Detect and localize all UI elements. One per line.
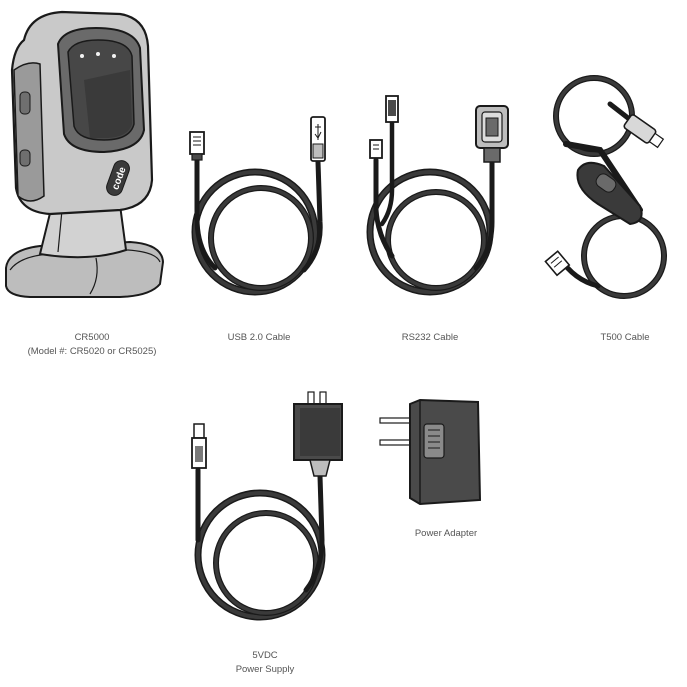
caption-line: T500 Cable (600, 332, 650, 343)
caption-line: RS232 Cable (401, 332, 459, 343)
scanner-logo: code (106, 160, 130, 196)
caption-line: Power Adapter (414, 528, 478, 539)
caption-rs232-cable: RS232 Cable (370, 331, 490, 345)
power-adapter-illustration (379, 398, 482, 506)
caption-line: Power Supply (235, 664, 295, 675)
caption-power-supply: 5VDC Power Supply (205, 649, 325, 677)
caption-line: 5VDC (252, 650, 278, 661)
caption-line: USB 2.0 Cable (227, 332, 291, 343)
caption-power-adapter: Power Adapter (386, 527, 506, 541)
t500-cable-illustration (544, 75, 667, 299)
power-supply-illustration (191, 391, 343, 621)
caption-t500-cable: T500 Cable (565, 331, 685, 345)
rs232-cable-illustration (366, 95, 509, 296)
caption-usb-cable: USB 2.0 Cable (200, 331, 318, 345)
caption-line: CR5000 (74, 332, 110, 343)
caption-cr5000: CR5000 (Model #: CR5020 or CR5025) (8, 331, 176, 359)
caption-line: (Model #: CR5020 or CR5025) (27, 346, 157, 357)
cr5000-scanner-illustration: code (5, 10, 165, 298)
usb-cable-illustration (189, 116, 326, 296)
